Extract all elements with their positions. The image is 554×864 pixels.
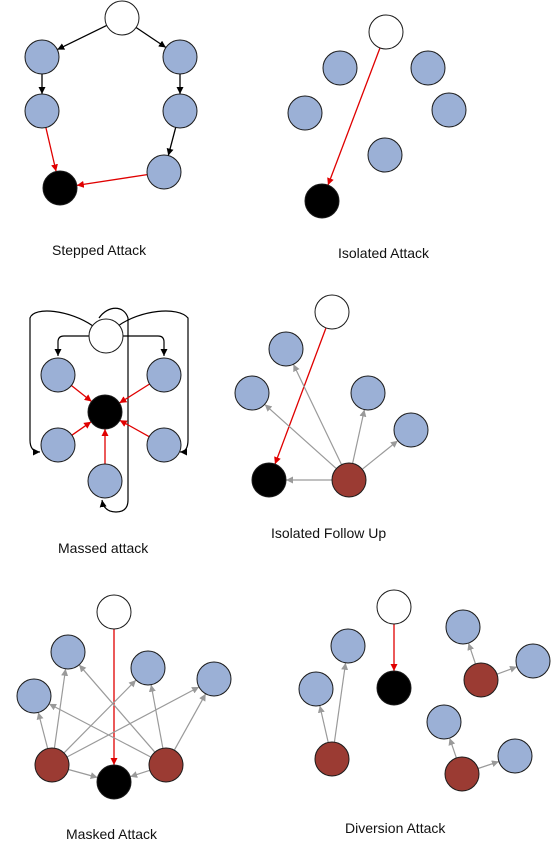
massed-loop-left	[29, 310, 94, 456]
stepped-edge-a2-to-k	[45, 127, 58, 172]
masked-attacker-node-r2	[148, 747, 184, 783]
caption-isolated-attack: Isolated Attack	[338, 245, 430, 261]
masked-blue-node-c	[196, 661, 232, 697]
massed-blue-node-b1	[146, 357, 182, 393]
massed-branch-right	[120, 335, 168, 356]
diversion-blue-node-b	[298, 671, 334, 707]
masked-blue-node-a	[50, 634, 86, 670]
diversion-attacker-node-r1	[463, 662, 499, 698]
masked-blue-node-d	[16, 678, 52, 714]
massed-edge-a2-to-k	[71, 421, 92, 436]
diversion-edge-r2-to-b	[317, 705, 329, 743]
masked-attacker-node-r1	[34, 747, 70, 783]
masked-edge-r2-to-k	[130, 769, 150, 778]
caption-masked-attack: Masked Attack	[66, 826, 158, 842]
follow-start-node-w	[314, 294, 350, 330]
diversion-target-node-k	[376, 670, 412, 706]
stepped-start-node-w	[104, 0, 140, 36]
diversion-edge-r1-to-c	[467, 642, 477, 665]
stepped-blue-node-a1	[24, 39, 60, 75]
masked-edge-r1-to-k	[68, 768, 98, 780]
isolated-blue-node-b1	[322, 50, 358, 86]
follow-edge-r-to-a	[292, 364, 343, 465]
massed-edge-b2-to-k	[119, 419, 150, 438]
follow-edge-r-to-b	[264, 403, 337, 470]
diversion-blue-node-g	[497, 738, 533, 774]
masked-target-node-k	[96, 764, 132, 800]
stepped-edge-b3-to-k	[76, 173, 148, 188]
massed-blue-node-a1	[40, 357, 76, 393]
stepped-edge-w-to-b1	[135, 26, 167, 49]
stepped-blue-node-b3	[146, 154, 182, 190]
diversion-attacker-node-r2	[314, 741, 350, 777]
masked-edge-r2-to-b	[148, 684, 164, 749]
follow-edge-r-to-d	[361, 440, 399, 470]
isolated-blue-node-b4	[431, 92, 467, 128]
masked-edge-r1-to-a	[53, 668, 69, 749]
massed-blue-node-b2	[146, 427, 182, 463]
follow-blue-node-a	[268, 331, 304, 367]
masked-edge-r1-to-c	[66, 686, 200, 758]
caption-massed-attack: Massed attack	[58, 540, 149, 556]
masked-edge-r2-to-a	[78, 664, 156, 753]
masked-edge-r2-to-c	[173, 693, 207, 751]
diversion-edge-r2-to-a	[333, 662, 349, 743]
massed-blue-node-c	[87, 463, 123, 499]
caption-isolated-follow-up: Isolated Follow Up	[271, 525, 387, 541]
isolated-blue-node-b5	[367, 137, 403, 173]
follow-blue-node-c	[350, 375, 386, 411]
stepped-edge-w-to-a1	[57, 24, 107, 51]
isolated-blue-node-b3	[287, 95, 323, 131]
massed-start-node-w	[88, 318, 124, 354]
diversion-edge-r1-to-e	[496, 665, 518, 675]
caption-diversion-attack: Diversion Attack	[345, 820, 446, 836]
follow-blue-node-b	[234, 375, 270, 411]
diversion-edge-r3-to-g	[477, 760, 500, 770]
follow-edge-r-to-c	[352, 409, 367, 464]
massed-edge-a1-to-k	[70, 384, 93, 403]
diversion-start-node-w	[376, 589, 412, 625]
massed-branch-left	[54, 335, 92, 356]
follow-blue-node-d	[393, 412, 429, 448]
stepped-target-node-k	[42, 170, 78, 206]
diversion-edge-r3-to-f	[448, 737, 457, 759]
masked-edge-r2-to-d	[48, 703, 152, 758]
massed-edge-b1-to-k	[119, 383, 150, 404]
masked-blue-node-b	[130, 650, 166, 686]
stepped-blue-node-b1	[162, 39, 198, 75]
masked-edge-r1-to-d	[36, 712, 49, 749]
follow-attacker-node-r	[331, 462, 367, 498]
diversion-blue-node-e	[515, 643, 551, 679]
isolated-blue-node-b2	[410, 50, 446, 86]
massed-target-node-k	[87, 394, 123, 430]
stepped-blue-node-b2	[162, 93, 198, 129]
masked-start-node-w	[96, 594, 132, 630]
isolated-target-node-k	[304, 183, 340, 219]
isolated-start-node-w	[368, 14, 404, 50]
follow-edge-w-to-k	[274, 327, 327, 465]
diversion-blue-node-f	[426, 704, 462, 740]
caption-stepped-attack: Stepped Attack	[52, 242, 147, 258]
isolated-edge-w-to-k	[327, 47, 381, 186]
diversion-blue-node-a	[330, 628, 366, 664]
stepped-blue-node-a2	[24, 93, 60, 129]
diversion-attacker-node-r3	[444, 756, 480, 792]
massed-blue-node-a2	[40, 427, 76, 463]
masked-edge-r1-to-b	[63, 679, 137, 754]
follow-target-node-k	[251, 462, 287, 498]
massed-loop-bottom	[98, 307, 129, 513]
stepped-edge-b2-to-b3	[166, 127, 177, 156]
diversion-blue-node-c	[445, 609, 481, 645]
massed-loop-right	[117, 310, 189, 456]
